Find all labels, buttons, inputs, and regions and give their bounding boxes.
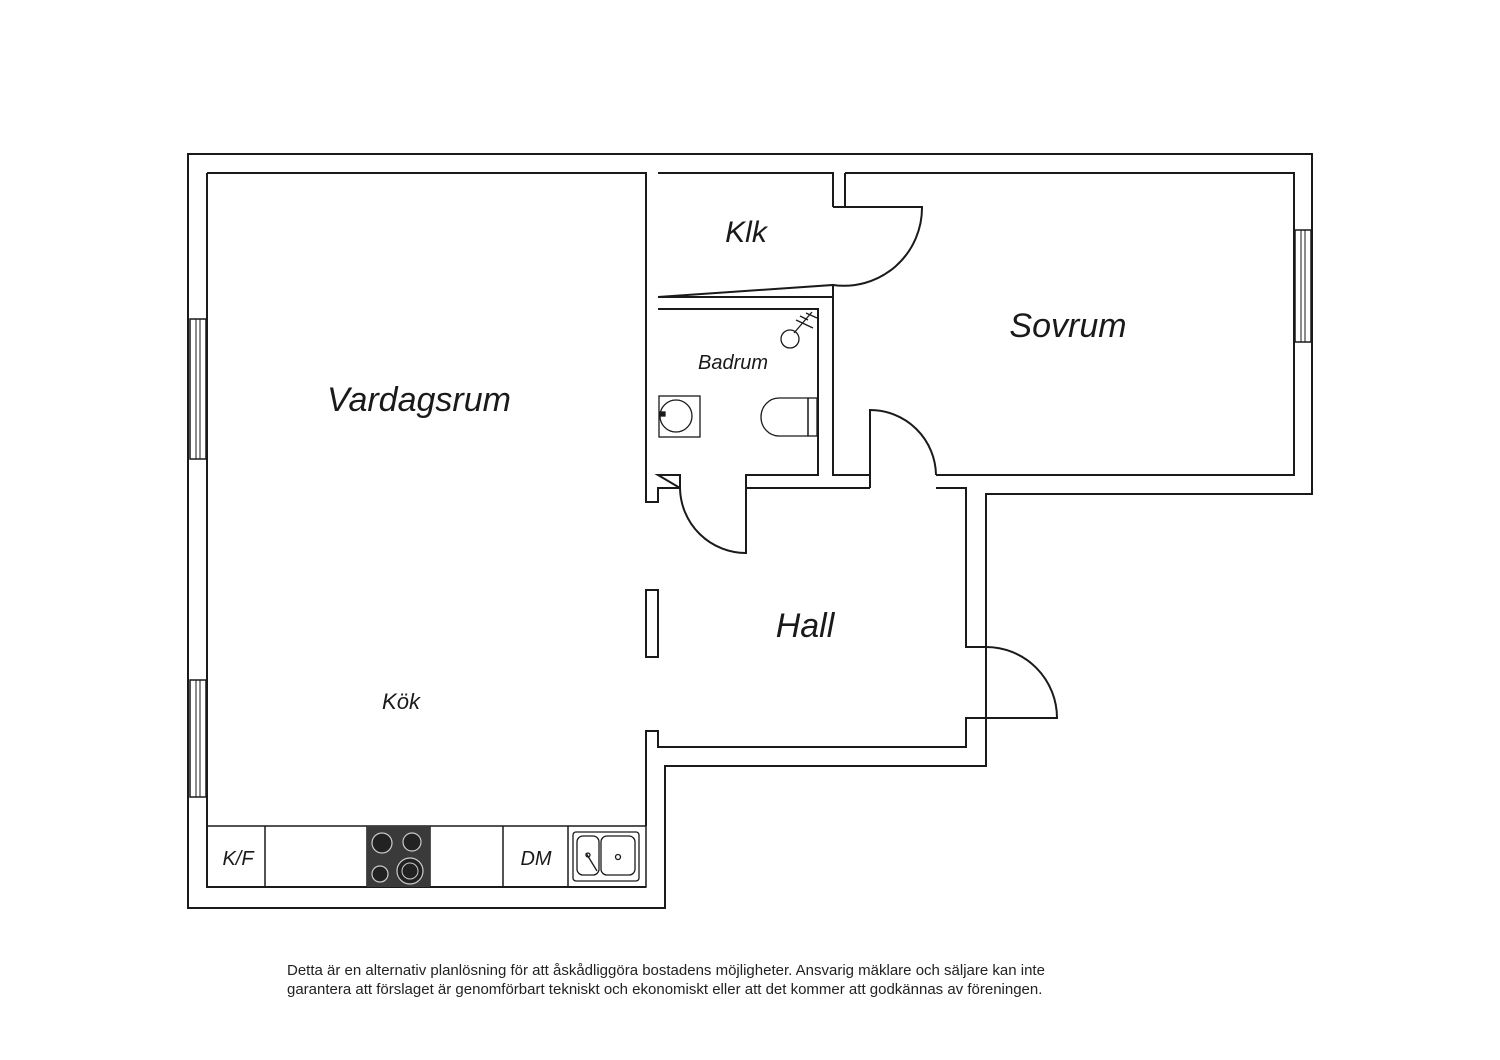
disclaimer-line-1: Detta är en alternativ planlösning för a… [287,962,1045,979]
outer-wall [187,153,1313,909]
room-label-hall: Hall [776,607,836,645]
dishwasher-label: DM [520,848,551,870]
disclaimer-text: Detta är en alternativ planlösning för a… [287,961,1187,999]
toilet-icon [760,397,818,437]
inner-wall-living [206,172,986,888]
room-label-klk: Klk [725,216,769,249]
bathroom-walls [654,308,819,490]
sink-icon [572,831,640,882]
room-label-badrum: Badrum [698,352,768,374]
shower-icon [780,311,818,349]
door-bathroom [679,487,747,555]
partition-wall [645,589,659,658]
door-closet [832,206,924,287]
window-left-lower [189,679,207,798]
door-entrance [985,646,1059,719]
closet-walls [657,172,834,298]
room-label-vardagsrum: Vardagsrum [327,381,511,419]
stove-icon [367,826,430,887]
bedroom-walls [832,172,1295,476]
room-label-sovrum: Sovrum [1009,307,1126,345]
room-label-kok: Kök [382,689,421,714]
washbasin-icon [658,395,701,438]
window-right [1294,229,1312,343]
window-left-upper [189,318,207,460]
door-bedroom [869,408,937,488]
disclaimer-line-2: garantera att förslaget är genomförbart … [287,981,1043,998]
fridge-label: K/F [222,848,255,870]
